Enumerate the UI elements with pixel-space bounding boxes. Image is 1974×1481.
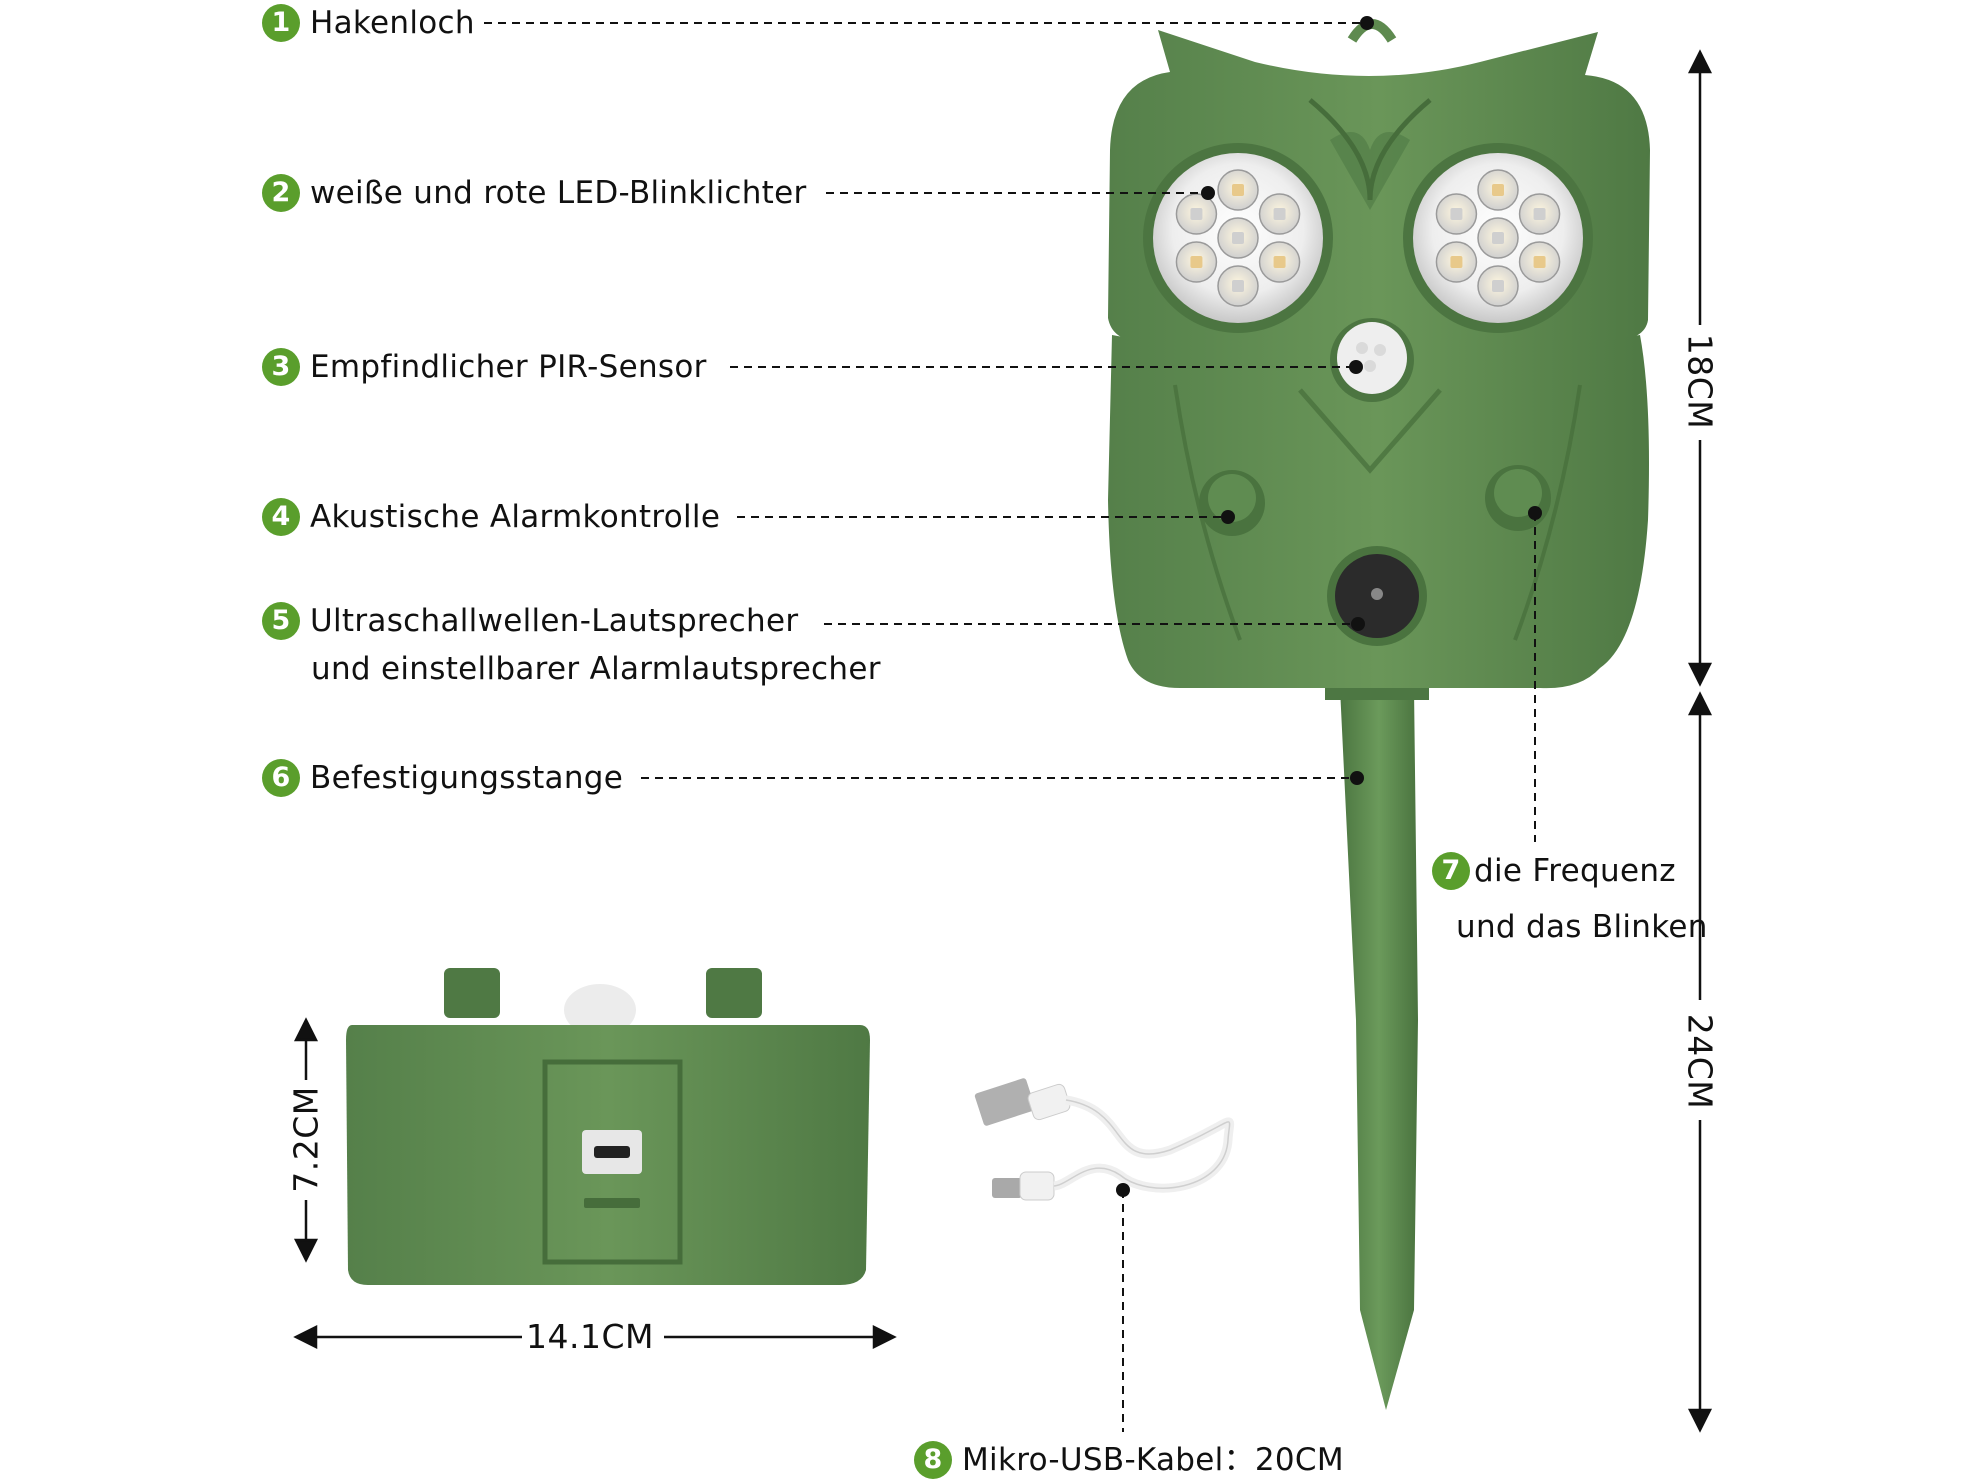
callout-text: die Frequenz xyxy=(1474,853,1676,889)
led-chip xyxy=(1232,184,1244,196)
led-cluster-right xyxy=(1435,169,1561,307)
callout-7: 7 die Frequenz xyxy=(1432,851,1676,891)
callout-1: 1 Hakenloch xyxy=(262,3,475,43)
led-chip xyxy=(1190,208,1203,220)
led-chip xyxy=(1232,280,1244,292)
callout-8: 8 Mikro-USB-Kabel：20CM xyxy=(914,1440,1344,1480)
callout-badge: 1 xyxy=(262,4,300,42)
callout-badge: 5 xyxy=(262,602,300,640)
led-chip xyxy=(1273,208,1286,220)
callout-4: 4 Akustische Alarmkontrolle xyxy=(262,497,720,537)
callout-badge: 4 xyxy=(262,498,300,536)
mounting-stake xyxy=(1340,688,1418,1410)
callout-5: 5 Ultraschallwellen-Lautsprecher xyxy=(262,601,798,641)
led-chip xyxy=(1273,256,1286,268)
leader-dots xyxy=(1116,16,1542,1197)
callout-5-line2: und einstellbarer Alarmlautsprecher xyxy=(311,651,881,687)
callout-6: 6 Befestigungsstange xyxy=(262,758,623,798)
led-chip xyxy=(1232,232,1244,244)
device-base xyxy=(346,968,870,1285)
led-chip xyxy=(1492,232,1504,244)
callout-badge: 3 xyxy=(262,348,300,386)
dimension-lines xyxy=(293,49,1713,1433)
callout-text: Akustische Alarmkontrolle xyxy=(310,499,721,535)
led-chip xyxy=(1492,280,1504,292)
callout-badge: 2 xyxy=(262,174,300,212)
callout-text: Hakenloch xyxy=(310,5,475,41)
callout-2: 2 weiße und rote LED-Blinklichter xyxy=(262,173,807,213)
dimension-box-width: 14.1CM xyxy=(526,1317,654,1356)
callout-badge: 8 xyxy=(914,1441,952,1479)
led-cluster-left xyxy=(1175,169,1301,307)
callout-7-line2: und das Blinken xyxy=(1456,909,1708,945)
callout-badge: 6 xyxy=(262,759,300,797)
pir-sensor xyxy=(1337,322,1407,394)
led-chip xyxy=(1190,256,1203,268)
callout-text: Ultraschallwellen-Lautsprecher xyxy=(310,603,799,639)
callout-badge: 7 xyxy=(1432,852,1470,890)
dimension-box-height: 7.2CM xyxy=(286,1086,326,1193)
dimension-stake-length: 24CM xyxy=(1680,1013,1720,1110)
led-chip xyxy=(1533,256,1546,268)
callout-text: weiße und rote LED-Blinklichter xyxy=(310,175,807,211)
led-chip xyxy=(1450,256,1463,268)
callout-text: Mikro-USB-Kabel：20CM xyxy=(962,1442,1344,1478)
usb-cable xyxy=(974,1078,1235,1201)
owl-body xyxy=(1108,335,1649,689)
callout-text: Empfindlicher PIR-Sensor xyxy=(310,349,707,385)
leader-lines xyxy=(484,22,1536,1432)
callout-text: Befestigungsstange xyxy=(310,760,624,796)
led-chip xyxy=(1492,184,1504,196)
led-chip xyxy=(1450,208,1463,220)
dimension-head-height: 18CM xyxy=(1680,333,1720,430)
led-chip xyxy=(1533,208,1546,220)
callout-3: 3 Empfindlicher PIR-Sensor xyxy=(262,347,707,387)
